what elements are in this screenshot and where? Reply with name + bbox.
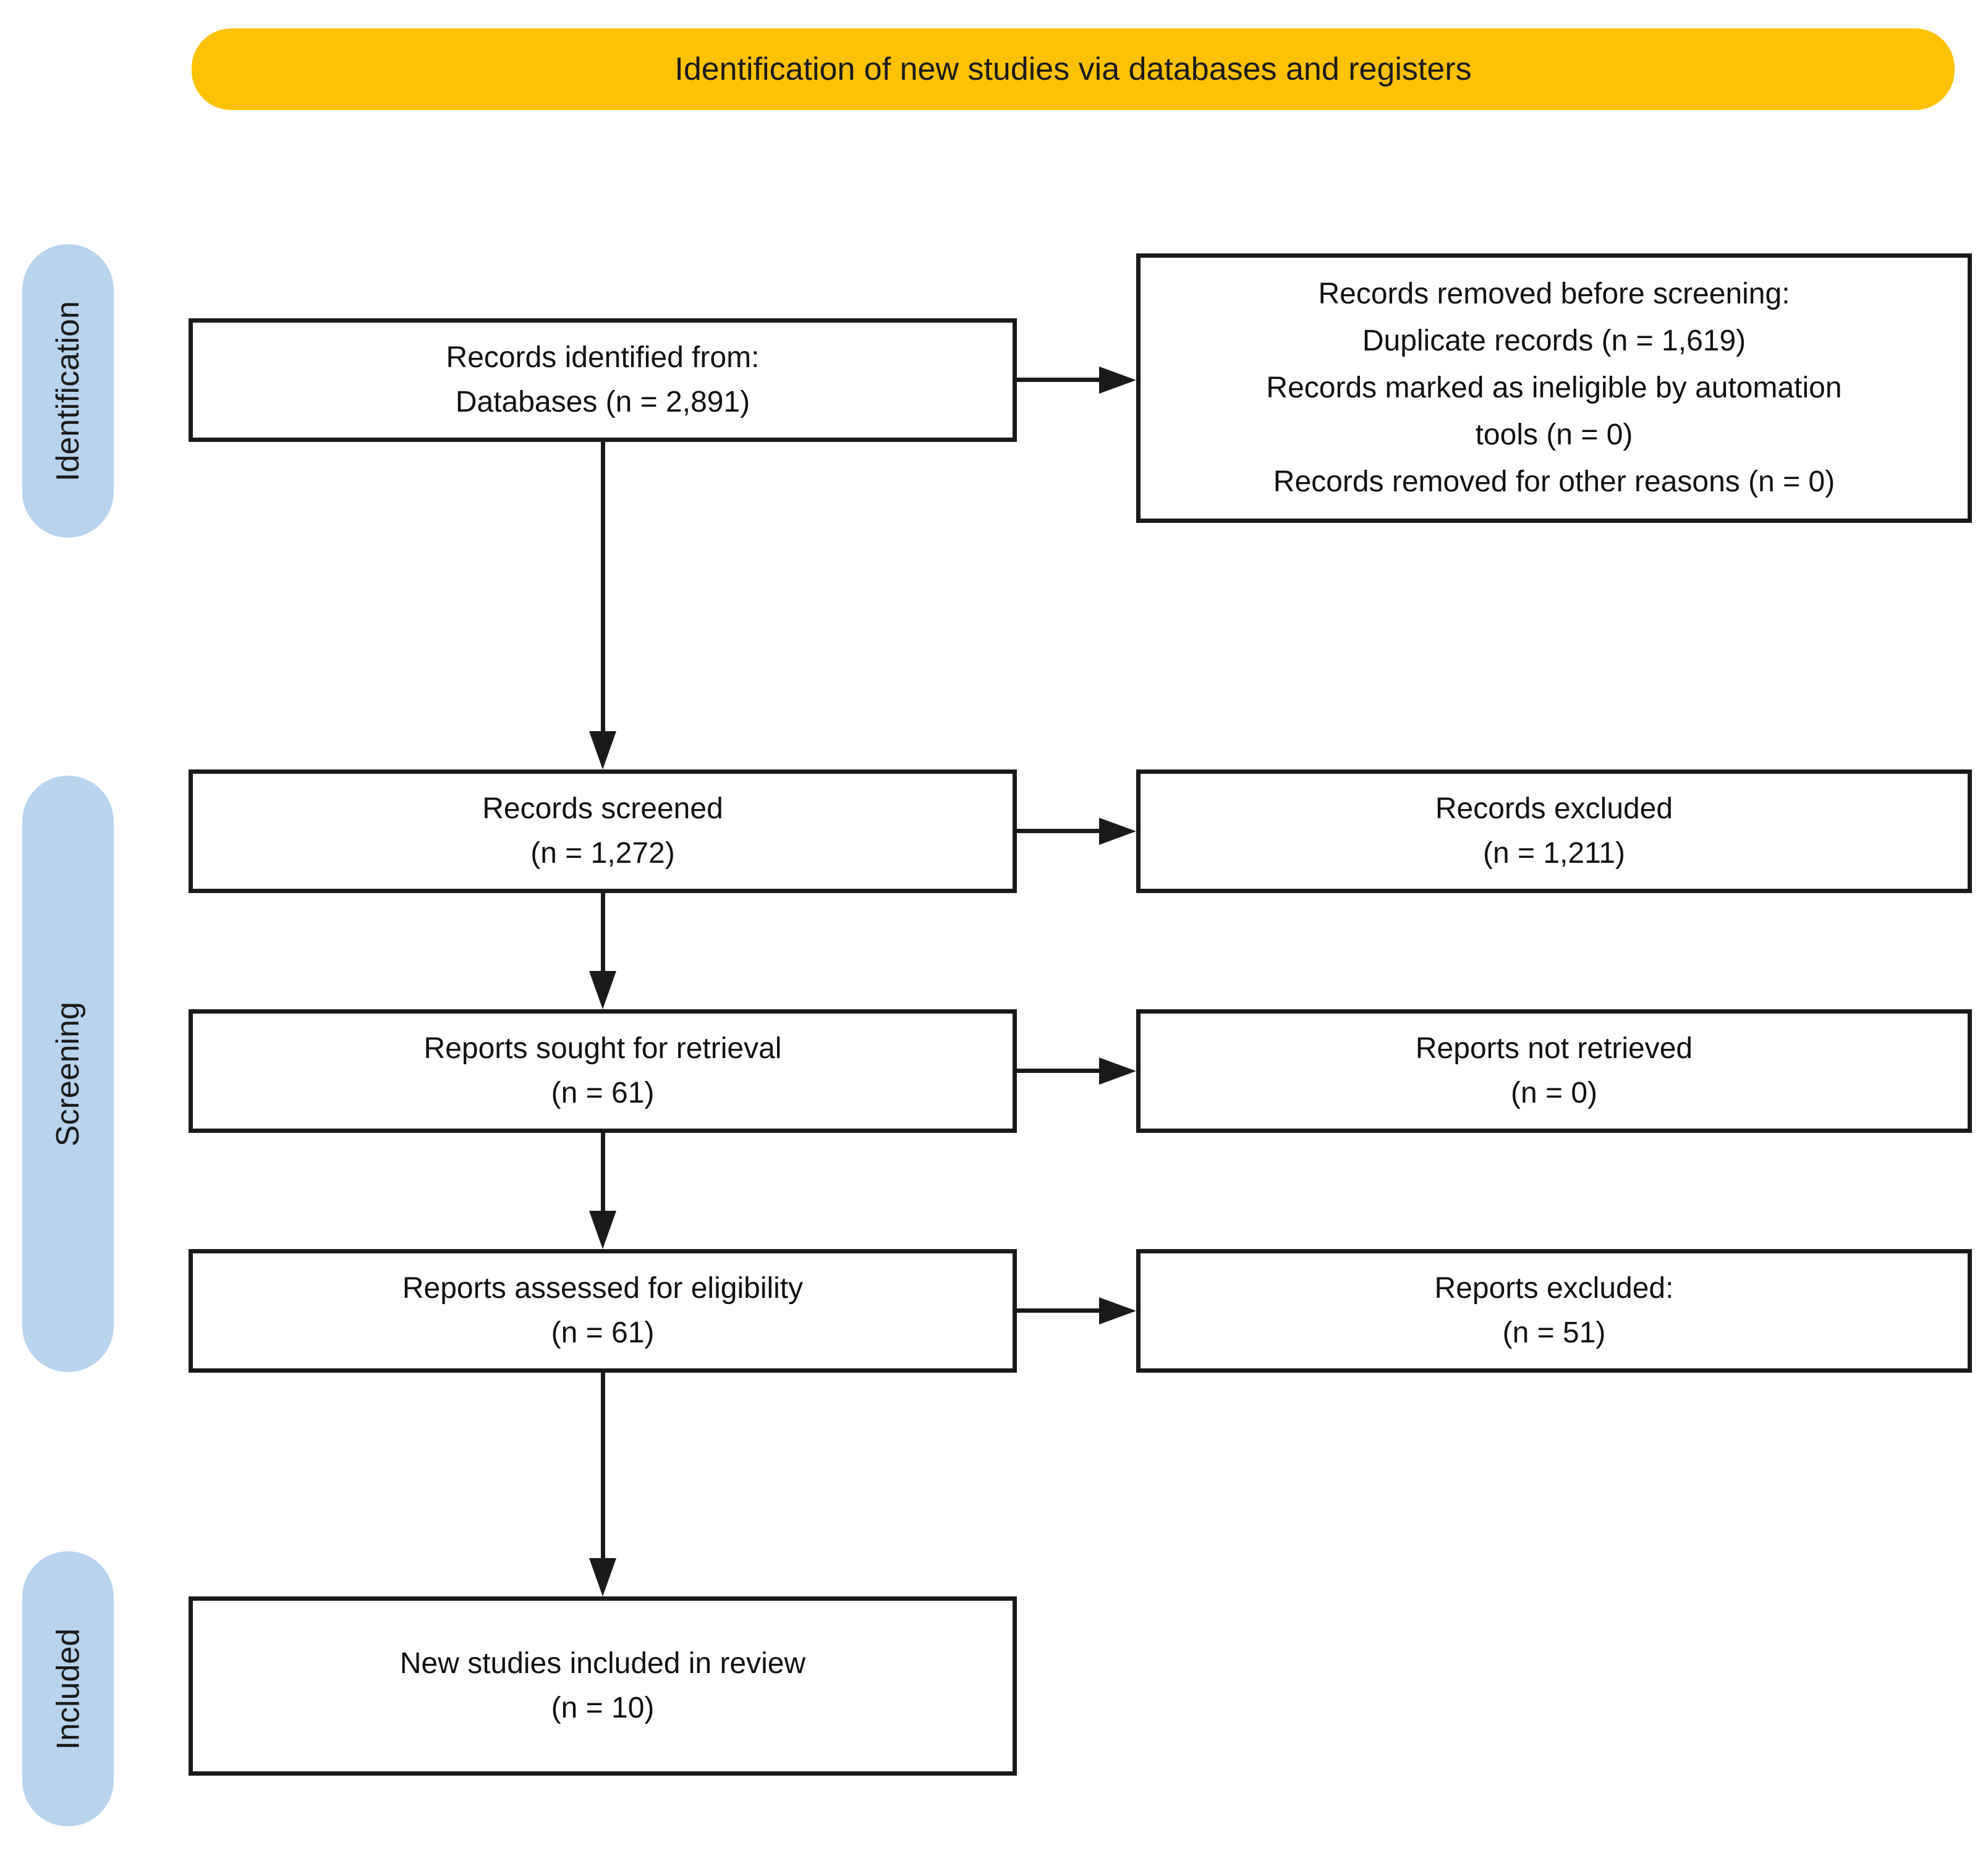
connector-assessed-to-included <box>601 1373 605 1558</box>
banner-title-bar: Identification of new studies via databa… <box>192 28 1955 110</box>
arrowhead-right-icon <box>1099 1297 1136 1324</box>
stage-label-included: Included <box>50 1628 87 1750</box>
arrowhead-down-icon <box>589 1211 616 1249</box>
arrowhead-down-icon <box>589 731 616 769</box>
box-records-removed-line2: Duplicate records (n = 1,619) <box>1362 324 1746 357</box>
stage-pill-included: Included <box>22 1551 114 1826</box>
box-reports-sought: Reports sought for retrieval (n = 61) <box>189 1009 1017 1133</box>
box-records-screened-line1: Records screened <box>482 792 723 825</box>
connector-identified-to-removed <box>1017 378 1099 382</box>
box-new-studies-included-line2: (n = 10) <box>551 1692 655 1724</box>
box-reports-assessed-line1: Reports assessed for eligibility <box>402 1272 804 1305</box>
box-new-studies-included-line1: New studies included in review <box>399 1647 806 1680</box>
box-reports-sought-line2: (n = 61) <box>551 1077 655 1109</box>
connector-identified-to-screened <box>601 442 605 731</box>
banner-title: Identification of new studies via databa… <box>674 51 1472 87</box>
box-records-identified: Records identified from: Databases (n = … <box>189 318 1017 442</box>
box-new-studies-included: New studies included in review (n = 10) <box>189 1596 1017 1776</box>
stage-label-screening: Screening <box>50 1001 86 1146</box>
box-records-screened-line2: (n = 1,272) <box>530 837 675 870</box>
connector-sought-to-not-retrieved <box>1017 1069 1099 1073</box>
box-reports-excluded-line1: Reports excluded: <box>1434 1272 1674 1305</box>
arrowhead-down-icon <box>589 1558 616 1596</box>
box-records-removed-line4: tools (n = 0) <box>1475 418 1633 451</box>
box-reports-excluded-line2: (n = 51) <box>1502 1316 1606 1349</box>
box-reports-excluded: Reports excluded: (n = 51) <box>1136 1249 1972 1373</box>
arrowhead-right-icon <box>1099 818 1136 845</box>
box-reports-assessed: Reports assessed for eligibility (n = 61… <box>189 1249 1017 1373</box>
stage-label-identification: Identification <box>50 300 86 481</box>
connector-screened-to-sought <box>601 893 605 971</box>
stage-pill-identification: Identification <box>22 244 114 538</box>
box-reports-sought-line1: Reports sought for retrieval <box>423 1032 782 1065</box>
box-reports-not-retrieved-line2: (n = 0) <box>1510 1077 1598 1109</box>
box-reports-not-retrieved-line1: Reports not retrieved <box>1415 1032 1693 1065</box>
box-records-removed-line5: Records removed for other reasons (n = 0… <box>1273 465 1835 498</box>
connector-screened-to-excluded <box>1017 829 1099 833</box>
box-records-excluded-line1: Records excluded <box>1435 792 1673 825</box>
box-records-identified-line1: Records identified from: <box>446 341 760 374</box>
connector-sought-to-assessed <box>601 1133 605 1211</box>
box-reports-assessed-line2: (n = 61) <box>551 1316 655 1349</box>
box-records-removed-line3: Records marked as ineligible by automati… <box>1266 371 1842 404</box>
connector-assessed-to-reports-excluded <box>1017 1308 1099 1313</box>
arrowhead-right-icon <box>1099 1057 1136 1085</box>
box-records-removed-line1: Records removed before screening: <box>1318 278 1790 310</box>
box-records-removed: Records removed before screening: Duplic… <box>1136 253 1972 523</box>
box-records-identified-line2: Databases (n = 2,891) <box>455 386 750 418</box>
stage-pill-screening: Screening <box>22 776 114 1372</box>
box-records-excluded-line2: (n = 1,211) <box>1483 837 1625 870</box>
arrowhead-right-icon <box>1099 367 1136 394</box>
box-reports-not-retrieved: Reports not retrieved (n = 0) <box>1136 1009 1972 1133</box>
arrowhead-down-icon <box>589 971 616 1009</box>
box-records-screened: Records screened (n = 1,272) <box>189 769 1017 893</box>
box-records-excluded: Records excluded (n = 1,211) <box>1136 769 1972 893</box>
